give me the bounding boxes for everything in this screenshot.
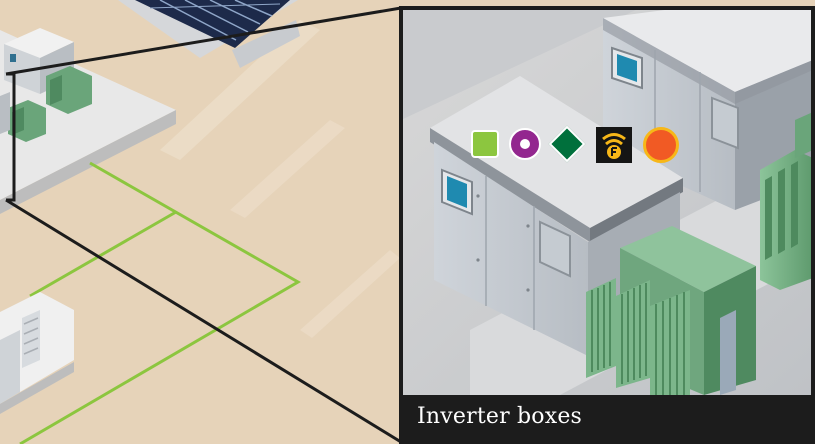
solar-panel [118,0,300,68]
purple-ring-icon [509,128,541,160]
cable-lines [19,161,301,444]
inverter-platform [0,28,176,214]
zoom-leader-lines [5,6,402,444]
back-transformer [760,112,813,290]
front-transformer [586,226,756,395]
caption-text: Inverter boxes [417,404,583,429]
overview-area [0,0,400,444]
green-diamond-icon [548,125,586,163]
red-circle-icon [643,127,679,163]
legend-icon-row [471,125,683,163]
zoom-inset [399,6,815,444]
back-cabinet [603,8,813,210]
wifi-f-icon [596,127,632,163]
green-square-icon [471,130,499,158]
caption-bar: Inverter boxes [401,395,813,442]
container-unit [0,292,74,414]
